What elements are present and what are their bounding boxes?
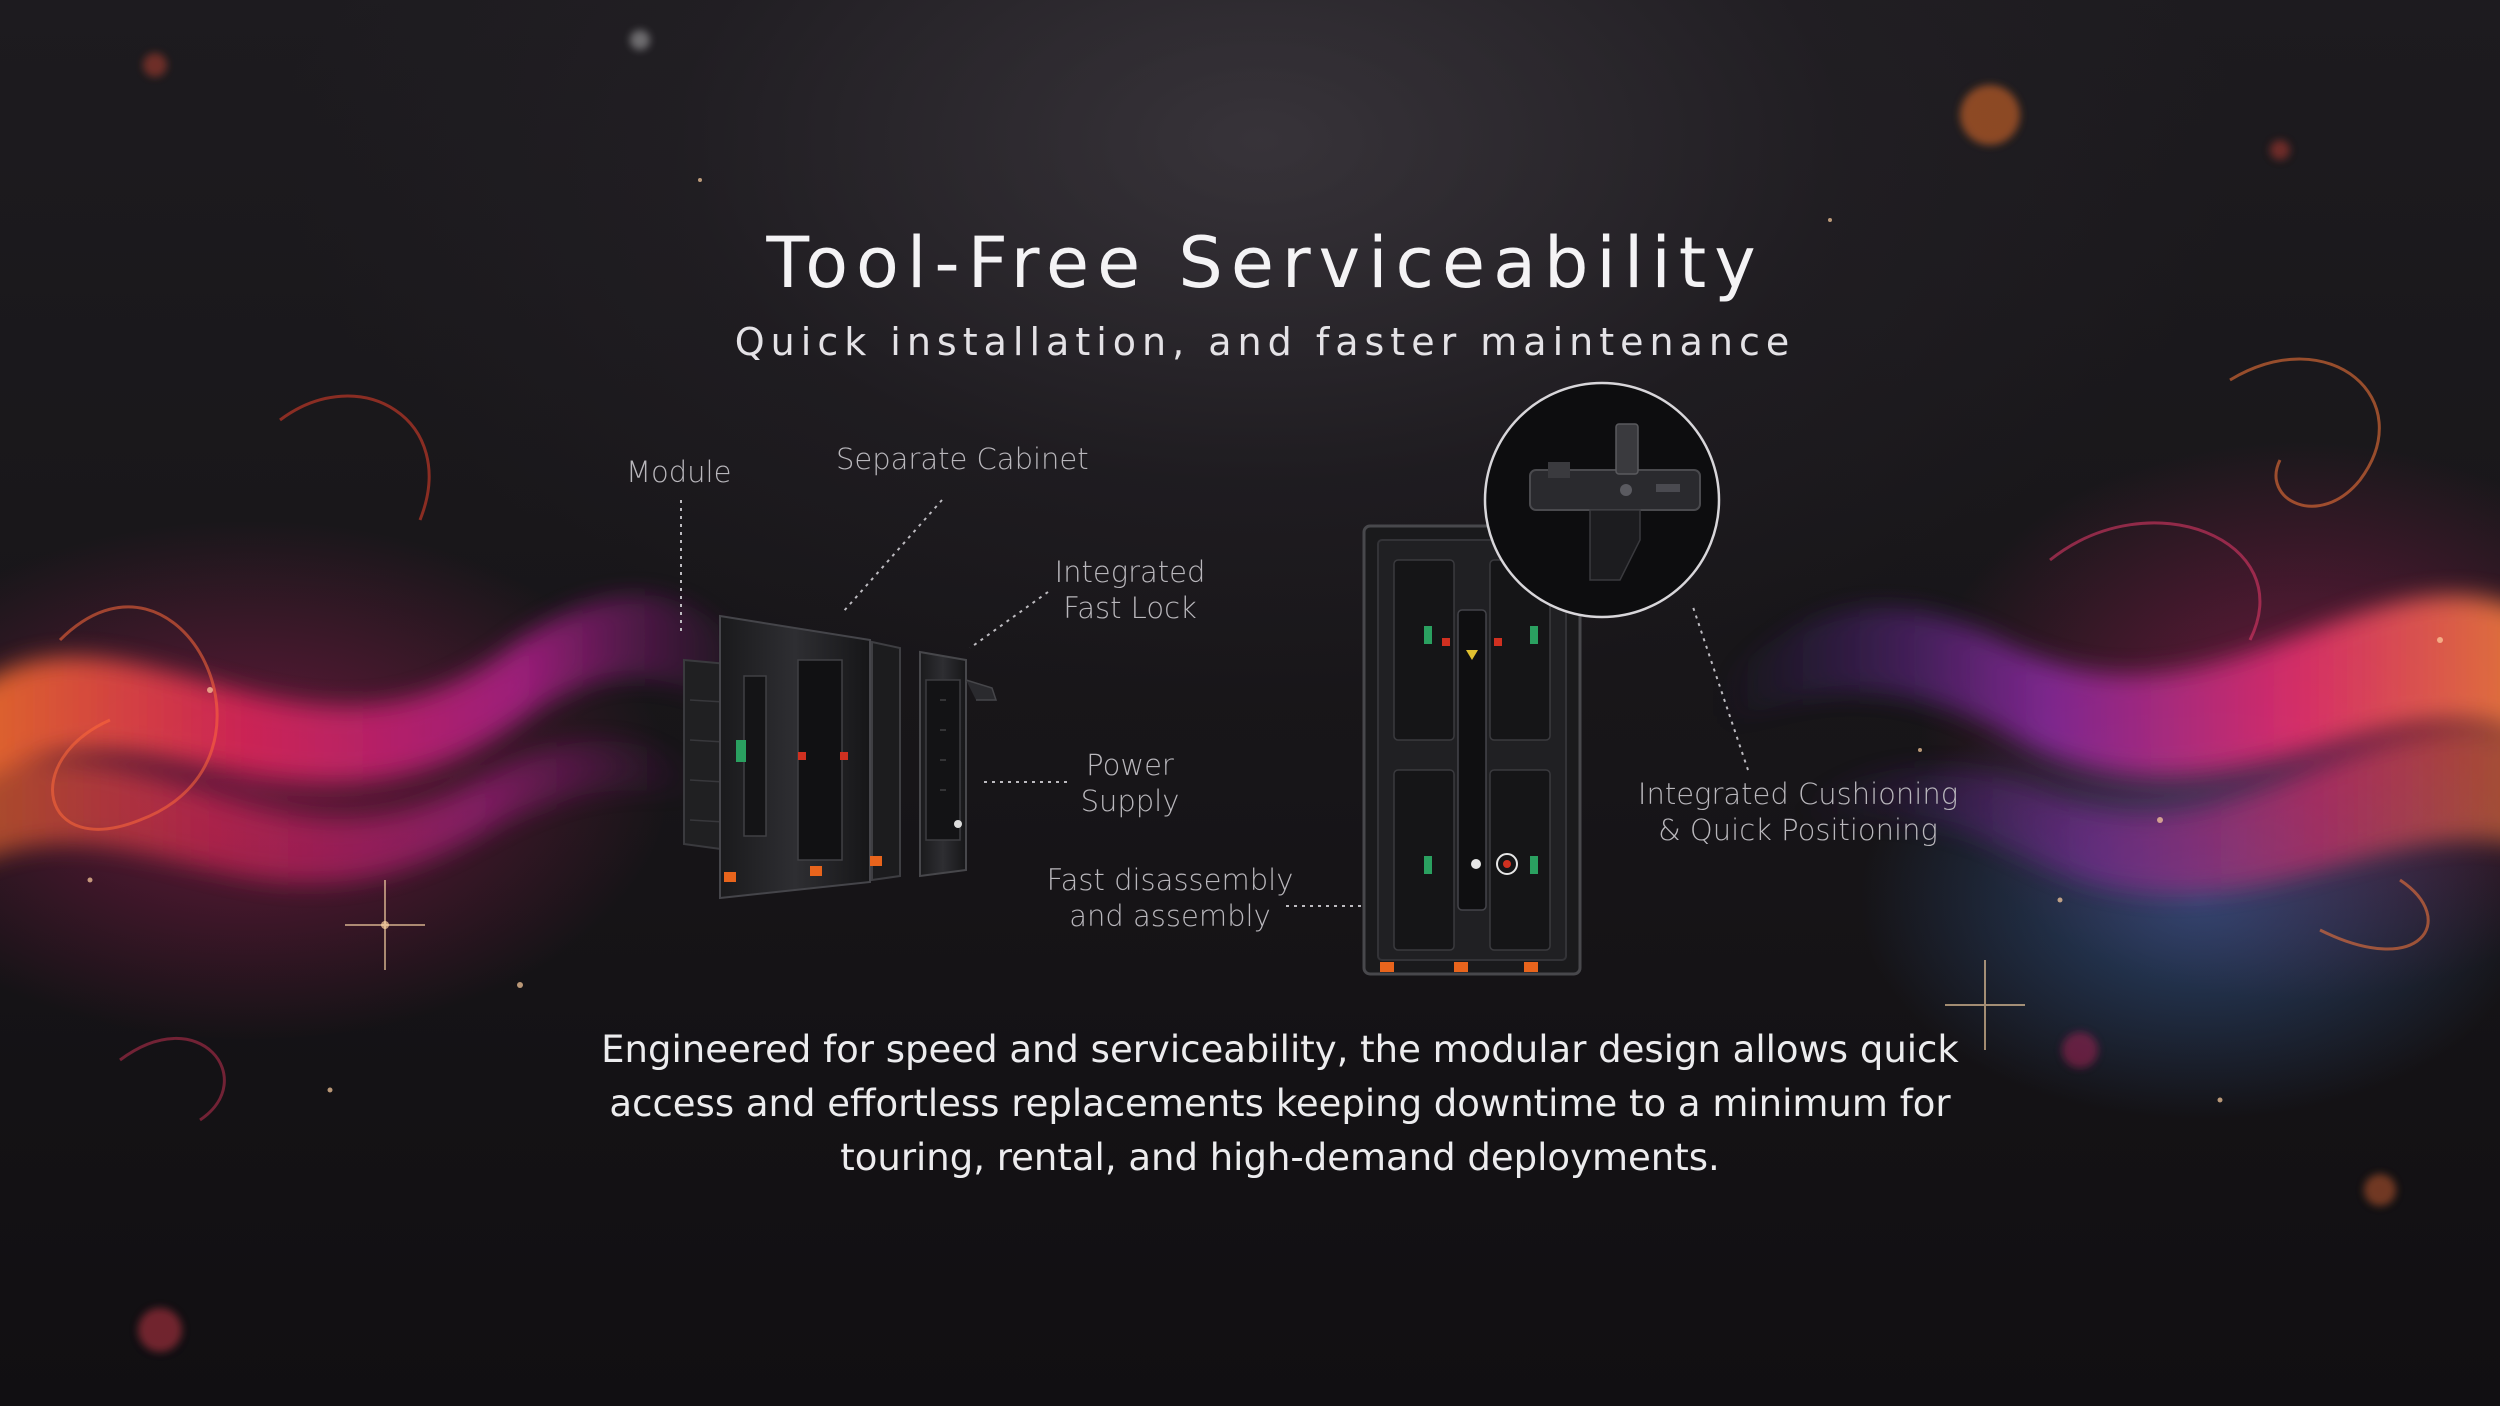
callout-fast-lock: Integrated Fast Lock xyxy=(1050,554,1210,626)
callout-fast-lock-line1: Integrated xyxy=(1054,555,1206,589)
page-title: Tool-Free Serviceability xyxy=(766,222,1764,304)
callout-module: Module xyxy=(626,454,731,490)
description-paragraph: Engineered for speed and serviceability,… xyxy=(601,1028,1959,1179)
callout-power-supply: Power Supply xyxy=(1070,747,1190,819)
callout-fast-assembly: Fast disassembly and assembly xyxy=(1040,862,1300,934)
callout-cushioning-line1: Integrated Cushioning xyxy=(1637,777,1959,811)
callout-power-supply-line2: Supply xyxy=(1080,784,1180,818)
callout-fast-lock-line2: Fast Lock xyxy=(1063,591,1197,625)
callout-fast-assembly-line2: and assembly xyxy=(1069,899,1271,933)
fast-lock-detail-magnifier xyxy=(1483,381,1721,619)
leader-lines xyxy=(680,499,1749,907)
callout-fast-assembly-line1: Fast disassembly xyxy=(1046,863,1294,897)
page-subtitle: Quick installation, and faster maintenan… xyxy=(734,320,1796,364)
callout-separate-cabinet: Separate Cabinet xyxy=(836,441,1089,477)
callout-module-label: Module xyxy=(626,455,732,489)
callout-separate-cabinet-label: Separate Cabinet xyxy=(836,442,1089,476)
callout-cushioning-line2: & Quick Positioning xyxy=(1658,813,1938,847)
exploded-cabinet-illustration xyxy=(683,614,998,900)
cabinet-rear-illustration xyxy=(1362,524,1582,976)
callout-cushioning: Integrated Cushioning & Quick Positionin… xyxy=(1628,776,1968,848)
callout-power-supply-line1: Power xyxy=(1086,748,1174,782)
